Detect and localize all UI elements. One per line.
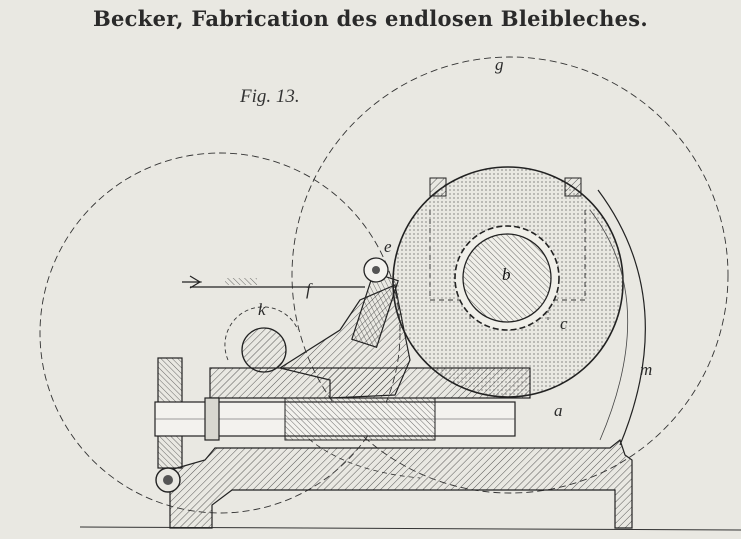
bearing-right [564,177,582,197]
base-frame [169,438,633,529]
bearing-left [429,177,447,197]
label-k: k [258,300,266,319]
label-a: a [554,401,563,420]
label-g: g [495,55,504,74]
label-e: e [384,237,392,256]
arrow-feather [225,278,257,285]
plate-title: Becker, Fabrication des endlosen Bleible… [92,6,649,31]
label-m: m [640,360,653,379]
roll-k [241,327,287,373]
gear-b [462,233,552,323]
roll-k-guide [224,306,299,361]
screw-collar [204,397,220,441]
left-bolt-center [163,475,173,485]
dashed-circle-g [291,56,729,494]
screw-thread [284,397,436,441]
label-f: f [306,280,311,299]
label-c: c [560,314,568,333]
arc-m [597,189,646,446]
label-b: b [502,265,511,284]
direction-arrow [182,275,203,289]
figure-label: Fig. 13. [240,86,300,107]
